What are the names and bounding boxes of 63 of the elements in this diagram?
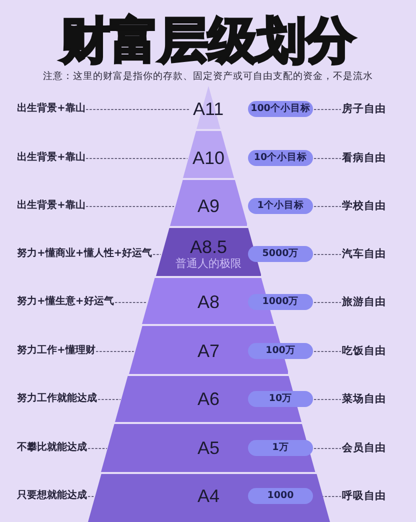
amount-pill: 1万 — [248, 440, 313, 456]
condition-label: 出生背景+靠山 — [17, 151, 86, 165]
amount-pill: 1个小目标 — [248, 198, 313, 214]
pyramid-tier — [156, 228, 262, 276]
leader-line — [314, 399, 342, 400]
tier-caption: 普通人的极限 — [175, 257, 242, 271]
leader-line — [314, 351, 342, 352]
tier-label: A5 — [197, 438, 220, 458]
freedom-label: 汽车自由 — [342, 247, 386, 261]
leader-line — [314, 254, 342, 255]
title: 财富层级划分 — [61, 12, 355, 70]
leader-line — [98, 399, 121, 400]
tier-label: A6 — [197, 389, 220, 409]
leader-line — [314, 448, 342, 449]
leader-line — [86, 109, 190, 110]
amount-pill: 10个小目标 — [248, 150, 313, 166]
amount-pill: 10万 — [248, 391, 313, 407]
tier-label: A11 — [193, 99, 224, 119]
amount-pill: 100万 — [248, 343, 313, 359]
tier-label: A7 — [197, 341, 220, 361]
leader-line — [314, 109, 342, 110]
condition-label: 努力+懂商业+懂人性+好运气 — [17, 247, 152, 261]
leader-line — [86, 158, 188, 159]
leader-line — [314, 302, 342, 303]
leader-line — [88, 496, 94, 497]
pyramid-tier — [170, 180, 248, 226]
leader-line — [152, 254, 162, 255]
pyramid-tier — [182, 131, 234, 178]
pyramid-tier — [88, 474, 330, 522]
condition-label: 努力工作+懂理财 — [17, 344, 96, 358]
pyramid-tier — [101, 424, 316, 472]
tier-label: A8 — [197, 292, 220, 312]
pyramid-tier — [115, 376, 302, 422]
leader-line — [88, 448, 108, 449]
leader-line — [314, 158, 342, 159]
freedom-label: 吃饭自由 — [342, 344, 386, 358]
leader-line — [314, 206, 342, 207]
condition-label: 出生背景+靠山 — [17, 199, 86, 213]
condition-label: 努力+懂生意+好运气 — [17, 295, 114, 309]
freedom-label: 看病自由 — [342, 151, 386, 165]
freedom-label: 呼吸自由 — [342, 489, 386, 503]
leader-line — [86, 206, 174, 207]
leader-line — [114, 302, 148, 303]
tier-label: A9 — [197, 196, 220, 216]
leader-line — [96, 351, 134, 352]
tier-label: A10 — [192, 148, 225, 168]
amount-pill: 1000 — [248, 488, 313, 504]
pyramid-tier — [191, 86, 226, 129]
freedom-label: 会员自由 — [342, 441, 386, 455]
amount-pill: 100个小目标 — [248, 101, 313, 117]
freedom-label: 旅游自由 — [342, 295, 386, 309]
tier-label: A4 — [198, 486, 220, 506]
amount-pill: 5000万 — [248, 246, 313, 262]
condition-label: 出生背景+靠山 — [17, 102, 86, 116]
tier-label: A8.5 — [190, 237, 228, 257]
note-text: 注意：这里的财富是指你的存款、固定资产或可自由支配的资金，不是流水 — [43, 70, 373, 83]
freedom-label: 房子自由 — [342, 102, 386, 116]
condition-label: 只要想就能达成 — [17, 489, 87, 503]
condition-label: 努力工作就能达成 — [17, 392, 97, 406]
freedom-label: 学校自由 — [342, 199, 386, 213]
amount-pill: 1000万 — [248, 294, 313, 310]
freedom-label: 菜场自由 — [342, 392, 386, 406]
condition-label: 不攀比就能达成 — [17, 441, 87, 455]
